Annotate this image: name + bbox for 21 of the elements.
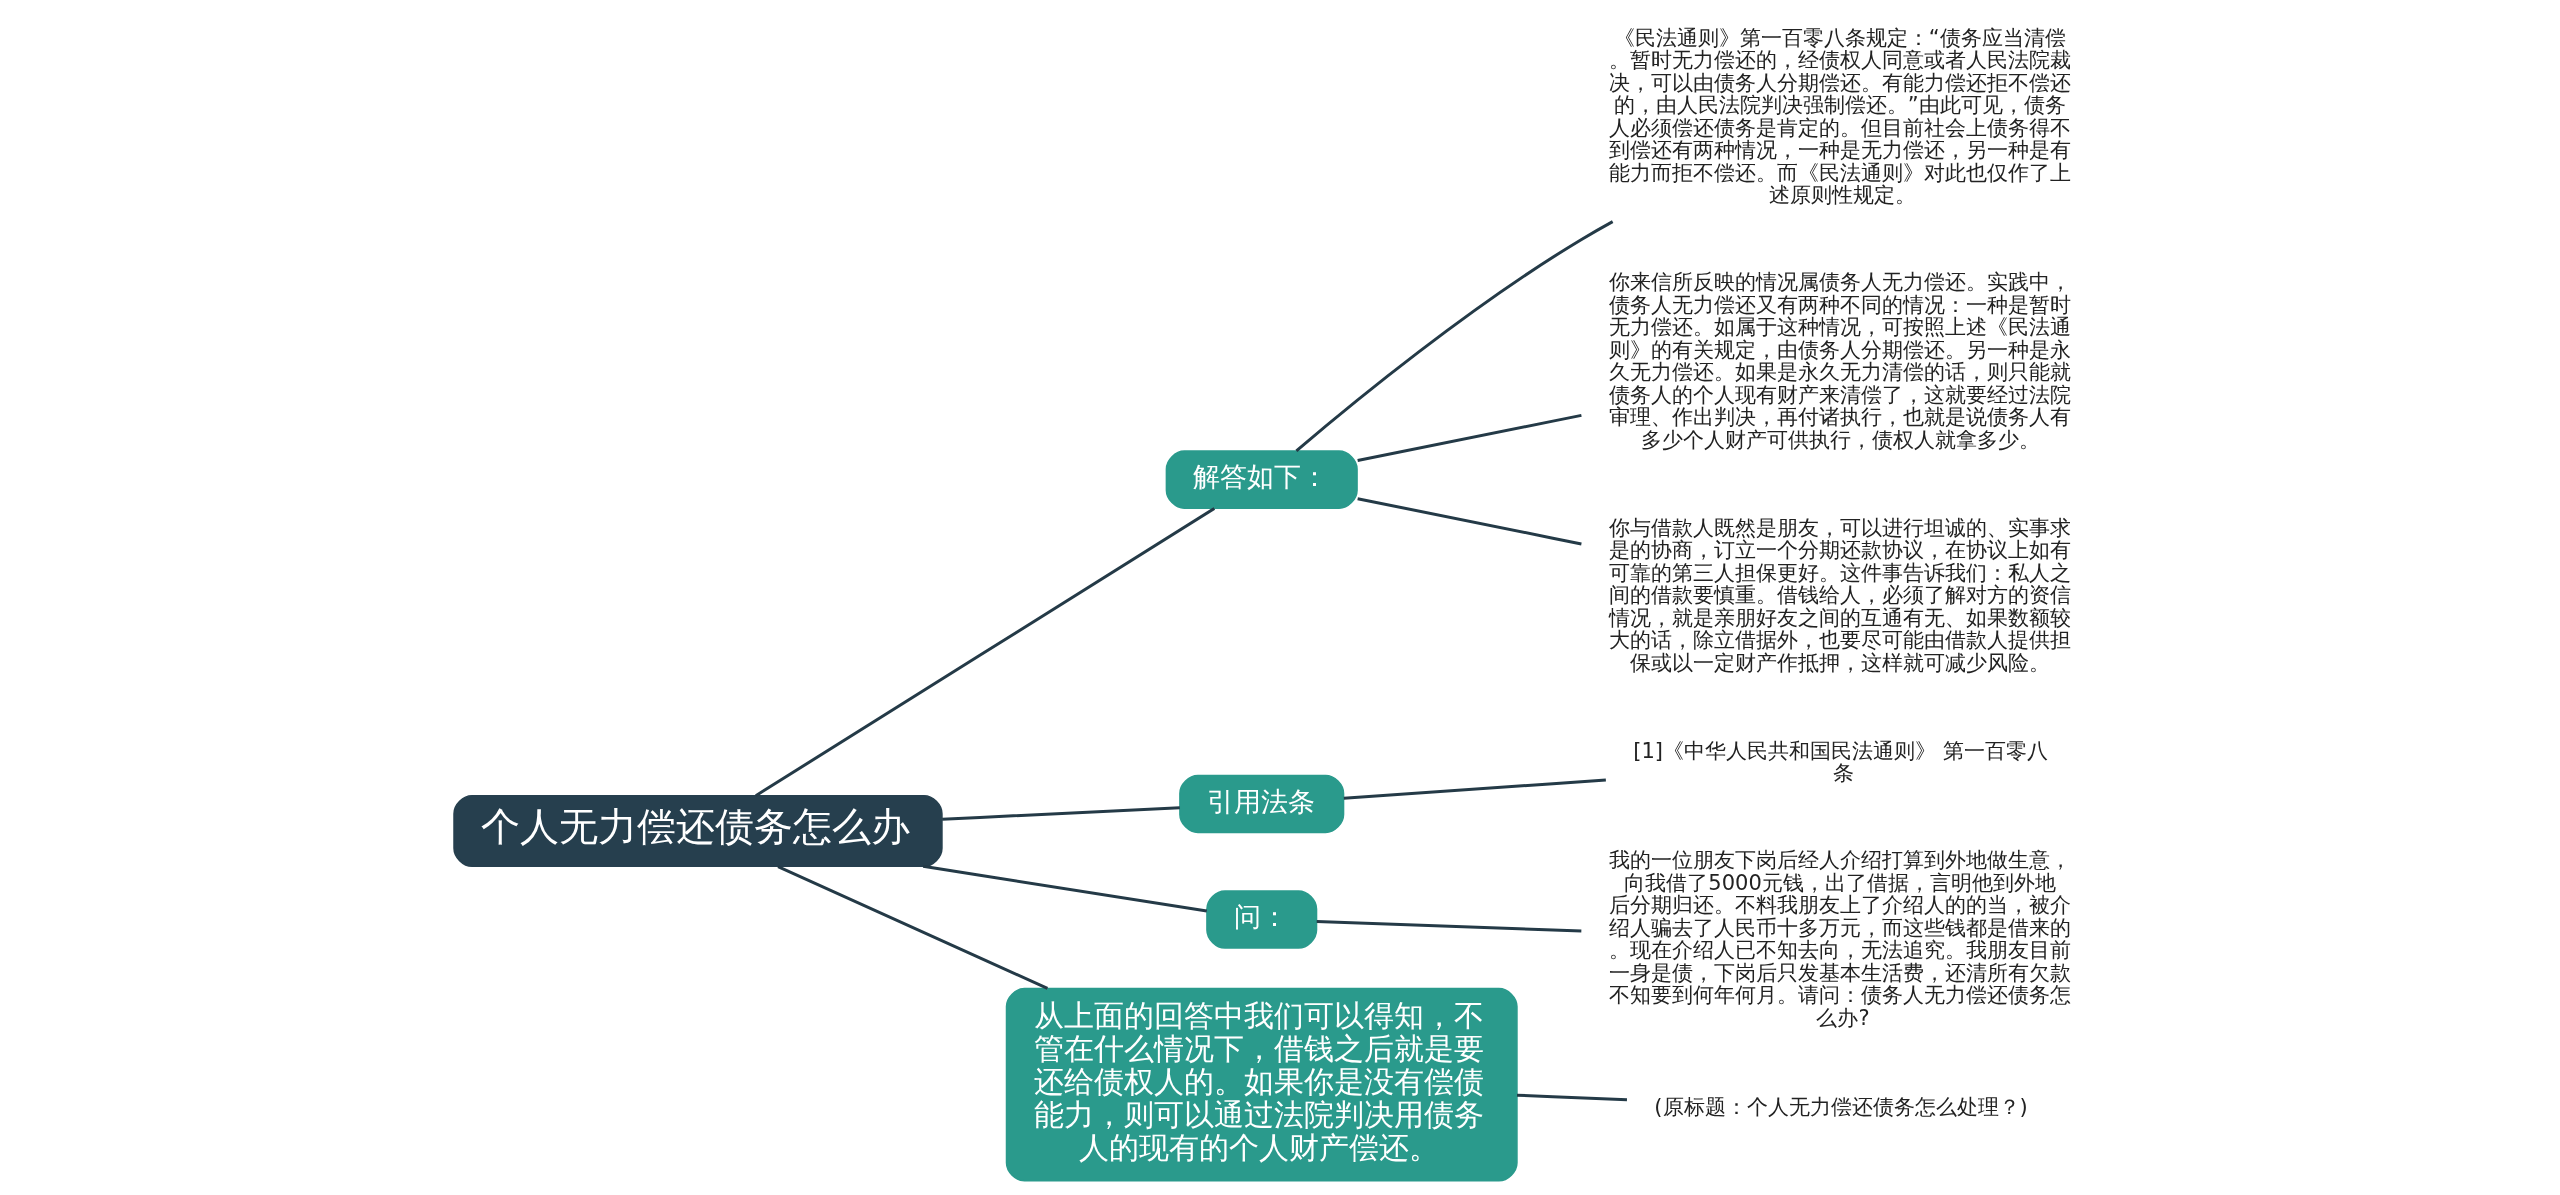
node-box: 问： xyxy=(1205,890,1317,949)
node-text: 我的一位朋友下岗后经人介绍打算到外地做生意，向我借了5000元钱，出了借据，言明他到外地后分期归还。不料我朋友上了介绍人的的当，被介绍人骗去了人民币十多万元，而这些钱都是借来的。现在介绍人已不知去向，无法追究。我朋友目前一身是债，下岗后只发基本生活费，还清所有欠款不知要到何年何月。请问：债务人无力偿还债务怎么办? xyxy=(1608,847,2071,1030)
connector xyxy=(776,865,1048,990)
connector xyxy=(1356,413,1582,463)
node-box: 引用法条 xyxy=(1178,774,1344,834)
node-text: 你与借款人既然是朋友，可以进行坦诚的、实事求是的协商，订立一个分期还款协议，在协议上如有可靠的第三人担保更好。这件事告诉我们：私人之间的借款要慎重。借钱给人，必须了解对方的资信情况，就是亲朋好友之间的互通有无、如果数额较大的话，除立借据外，也要尽可能由借款人提供担保或以一定财产作抵押，这样就可减少风险。 xyxy=(1608,514,2071,675)
connector xyxy=(1516,1093,1627,1102)
node-text: (原标题：个人无力偿还债务怎么处理？) xyxy=(1653,1094,2028,1120)
connector xyxy=(1343,778,1606,800)
connector xyxy=(922,864,1207,913)
node-text: 《民法通则》第一百零八条规定：“债务应当清偿。暂时无力偿还的，经债权人同意或者人民法院裁决，可以由债务人分期偿还。有能力偿还拒不偿还的，由人民法院判决强制偿还。”由此可见，债务人必须偿还债务是肯定的。但目前社会上债务得不到偿还有两种情况，一种是无力偿还，另一种是有能力而拒不偿还。而《民法通则》对此也仅作了上述原则性规定。 xyxy=(1608,24,2071,208)
node-box: 从上面的回答中我们可以得知，不管在什么情况下，借钱之后就是要还给债权人的。如果你是没有偿债能力，则可以通过法院判决用债务人的现有的个人财产偿还。 xyxy=(1005,987,1518,1182)
node-text: [1]《中华人民共和国民法通则》 第一百零八条 xyxy=(1632,737,2048,786)
node-box: 解答如下： xyxy=(1165,450,1358,509)
connector xyxy=(1316,920,1581,933)
connector xyxy=(1356,497,1582,546)
connector xyxy=(754,507,1215,797)
connector xyxy=(941,806,1180,821)
connector xyxy=(1294,220,1613,452)
node-text: 你来信所反映的情况属债务人无力偿还。实践中，债务人无力偿还又有两种不同的情况：一种是暂时无力偿还。如属于这种情况，可按照上述《民法通则》的有关规定，由债务人分期偿还。另一种是永久无力偿还。如果是永久无力清偿的话，则只能就债务人的个人现有财产来清偿了，这就要经过法院审理、作出判决，再付诸执行，也就是说债务人有多少个人财产可供执行，债权人就拿多少。 xyxy=(1608,269,2071,452)
node-box: 个人无力偿还债务怎么办 xyxy=(452,794,943,867)
